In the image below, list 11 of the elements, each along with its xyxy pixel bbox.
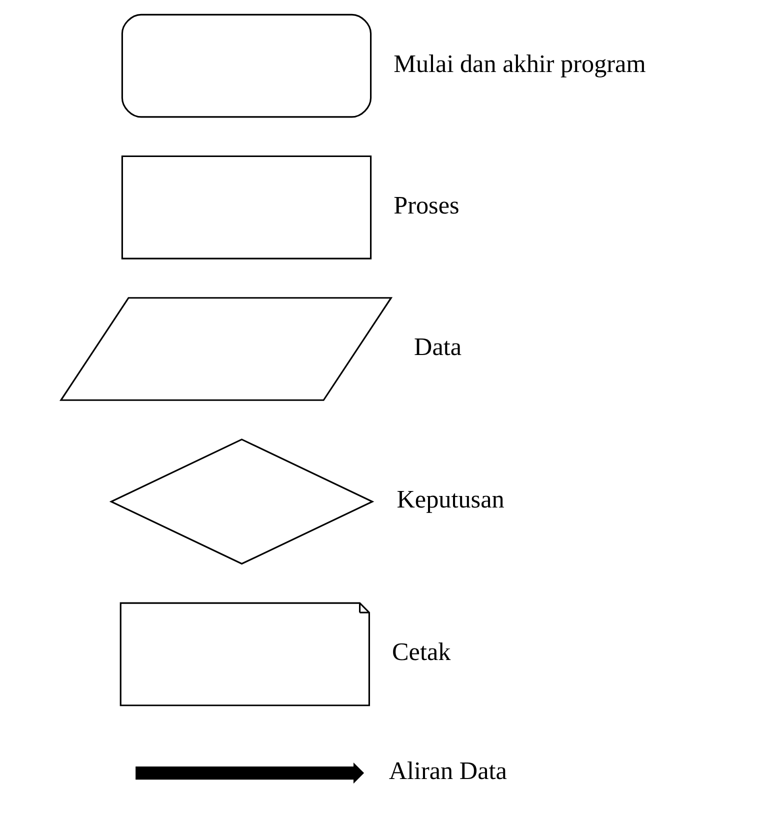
node-parallelogram <box>60 297 393 401</box>
node-label: Mulai dan akhir program <box>394 50 646 78</box>
node-label: Cetak <box>392 639 451 666</box>
node-rounded-box <box>121 14 372 118</box>
node-label: Proses <box>394 192 460 220</box>
node-label: Keputusan <box>396 486 504 514</box>
node-label: Aliran Data <box>388 758 507 785</box>
node-diamond <box>109 438 374 565</box>
node-label: Data <box>414 334 462 361</box>
node-box <box>121 155 372 260</box>
node-arrow <box>136 762 364 784</box>
